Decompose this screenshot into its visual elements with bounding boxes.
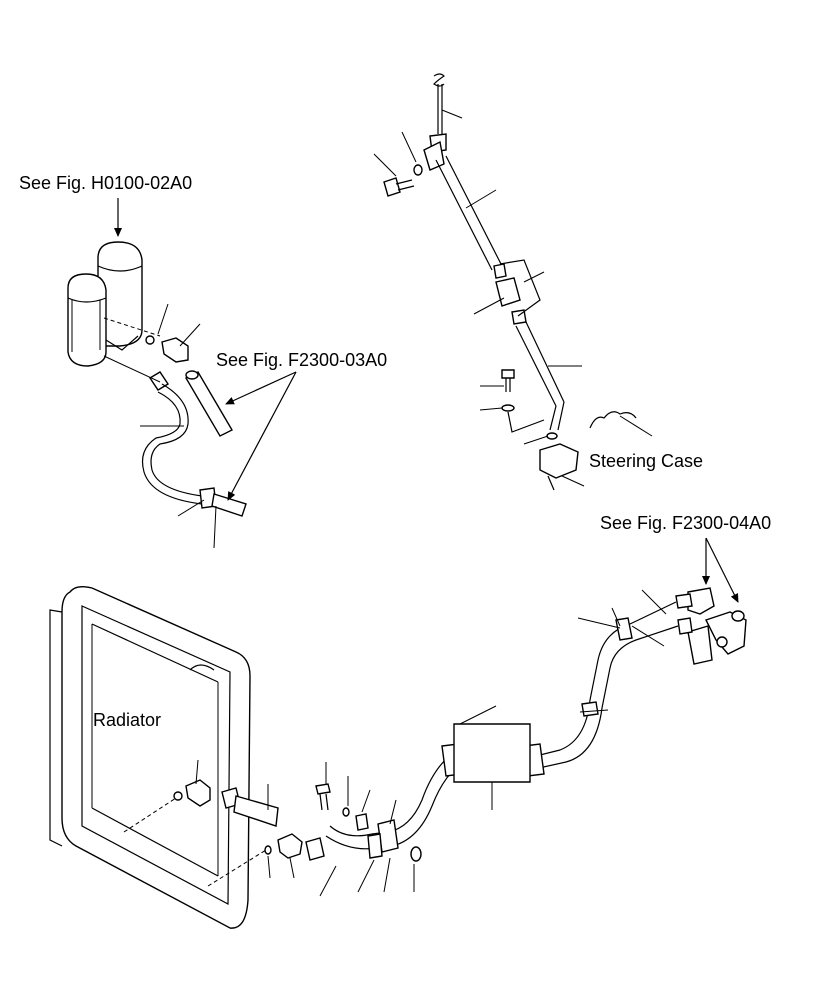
- ref-label-f2300-03: See Fig. F2300-03A0: [216, 350, 388, 370]
- reservoir-tank: [67, 241, 161, 367]
- clamp-hardware: [315, 762, 422, 893]
- tank-hose: [103, 355, 247, 549]
- radiator-body: [49, 585, 267, 929]
- cooler-line: [325, 601, 679, 859]
- ref-arrow-f2300-03-b: [227, 371, 297, 501]
- ref-arrow-f2300-03-a: [225, 371, 297, 405]
- ref-label-h0100: See Fig. H0100-02A0: [19, 173, 193, 193]
- valve-fittings: [631, 587, 747, 665]
- steering-case-label: Steering Case: [589, 451, 704, 471]
- tank-fitting: [145, 303, 201, 363]
- mount-bolt-lower: [479, 369, 545, 433]
- mount-bolt-upper: [373, 131, 423, 197]
- ref-arrow-f2300-04-b: [705, 537, 739, 603]
- dipstick: [423, 73, 582, 431]
- breather-pipe: [185, 370, 233, 437]
- radiator-label: Radiator: [93, 710, 162, 730]
- steering-case: [523, 411, 653, 491]
- ref-label-f2300-04: See Fig. F2300-04A0: [600, 513, 772, 533]
- radiator-fittings: [173, 759, 337, 897]
